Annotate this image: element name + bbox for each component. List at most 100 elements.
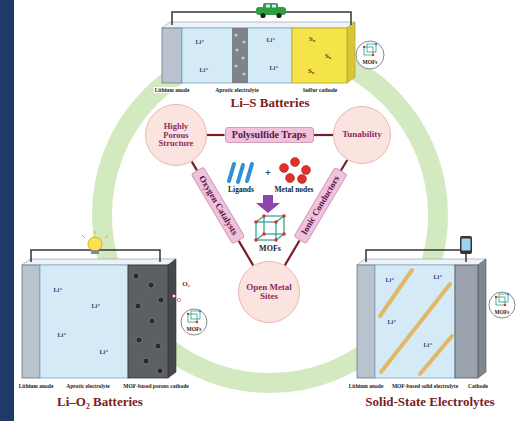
- mof-inset: [375, 43, 377, 45]
- part-label: Aprotic electrolyte: [65, 383, 111, 389]
- triangle-link: [192, 162, 197, 171]
- ion-label: Li⁺: [433, 274, 444, 281]
- car-icon: [272, 5, 276, 8]
- li-o2-cell: [22, 231, 207, 378]
- property-circle: Tunability: [333, 106, 391, 164]
- component-label: MOFs: [259, 245, 281, 254]
- mof-inset: [363, 46, 365, 48]
- function-bar: Polysulfide Traps: [225, 127, 314, 143]
- component-label: Metal nodes: [275, 186, 314, 194]
- metal-node-balls: [298, 175, 307, 184]
- mof-inset: [504, 304, 506, 306]
- callout-label: MOFs: [494, 309, 511, 315]
- car-icon: [260, 13, 265, 18]
- cell-title: Solid-State Electrolytes: [365, 395, 494, 409]
- triangle-link: [285, 240, 300, 265]
- mof-inset: [187, 313, 189, 315]
- mof-inset: [495, 296, 497, 298]
- car-icon: [256, 3, 286, 18]
- cathode-pores: [149, 318, 155, 324]
- mof-inset: [367, 44, 376, 52]
- mof-cube-nodes: [282, 232, 286, 236]
- li-s-cell: [162, 22, 355, 28]
- node-text: Open Metal Sites: [244, 283, 294, 302]
- ion-label: Li⁺: [57, 332, 68, 339]
- car-icon: [266, 5, 270, 8]
- mof-cube: [264, 216, 284, 234]
- mof-inset: [356, 41, 384, 69]
- mof-rods: [381, 284, 450, 372]
- species-label: S₈: [307, 68, 315, 76]
- ion-label: Li⁺: [423, 342, 434, 349]
- ion-label: Li⁺: [91, 303, 102, 310]
- phone-icon: [462, 239, 471, 251]
- node-text: Polysulfide Traps: [232, 130, 306, 141]
- mof-cube: [256, 216, 284, 240]
- mof-inset: [496, 297, 505, 305]
- callout-label: MOFs: [362, 59, 379, 65]
- cathode-pores: [133, 273, 139, 279]
- mof-inset: [196, 321, 198, 323]
- light-bulb-icon: [105, 235, 108, 238]
- li-o2-cell: [168, 259, 176, 378]
- mof-inset: [489, 292, 515, 318]
- part-label: Lithium anode: [154, 87, 191, 93]
- ion-label: Li⁺: [387, 319, 398, 326]
- ligand-sticks: [247, 164, 252, 181]
- cathode-pores: [133, 273, 164, 374]
- part-label: Lithium anode: [348, 383, 385, 389]
- cathode-pores: [136, 337, 142, 343]
- triangle-link: [239, 241, 253, 265]
- part-label: MOF-based porous cathode: [122, 383, 189, 389]
- mof-cube-nodes: [282, 214, 286, 218]
- ion-label: Li⁺: [199, 67, 210, 74]
- oxygen-bubbles: [172, 294, 180, 301]
- car-icon: [276, 13, 281, 18]
- mof-inset: [372, 54, 374, 56]
- oxygen-bubbles: [172, 294, 175, 297]
- li-s-cell: [162, 28, 182, 83]
- mof-cube-nodes: [254, 238, 258, 242]
- mof-inset: [188, 314, 197, 322]
- mof-inset: [356, 41, 384, 69]
- light-bulb-icon: [91, 250, 99, 254]
- cell-title: Li–S Batteries: [230, 96, 309, 110]
- triangle-link: [314, 134, 334, 136]
- phone-icon: [460, 236, 472, 254]
- metal-node-balls: [302, 166, 311, 175]
- mof-cube: [256, 222, 276, 240]
- separator-pores: [243, 41, 246, 44]
- component-label: Ligands: [228, 186, 254, 194]
- plus-sign: +: [265, 166, 271, 178]
- mof-inset: [489, 292, 515, 318]
- metal-node-balls: [280, 158, 311, 184]
- li-o2-cell: [40, 265, 128, 378]
- property-circle: Highly Porous Structure: [145, 104, 207, 166]
- metal-node-balls: [286, 174, 295, 183]
- callout-label: MOFs: [186, 326, 203, 332]
- cathode-pores: [148, 282, 154, 288]
- li-s-cell: [232, 28, 248, 83]
- light-bulb-icon: [88, 237, 102, 251]
- mof-rods: [380, 270, 412, 316]
- assembly-arrow: [256, 195, 280, 213]
- li-o2-cell: [22, 265, 40, 378]
- mof-rods: [380, 270, 452, 374]
- li-s-cell: [162, 3, 384, 83]
- ion-label: Li⁺: [266, 37, 277, 44]
- separator-pores: [235, 34, 246, 76]
- property-circle: Open Metal Sites: [238, 261, 300, 323]
- separator-pores: [236, 49, 239, 52]
- function-bar: Oxygen Catalysts: [190, 167, 245, 245]
- solid-state-cell: [455, 265, 478, 378]
- solid-state-cell: [375, 265, 455, 378]
- cathode-pores: [155, 343, 161, 349]
- node-text: Oxygen Catalysts: [197, 174, 239, 237]
- separator-pores: [235, 65, 238, 68]
- mof-inset: [199, 310, 201, 312]
- separator-pores: [235, 34, 238, 37]
- species-label: S₈: [324, 53, 332, 61]
- part-label: Cathode: [467, 383, 489, 389]
